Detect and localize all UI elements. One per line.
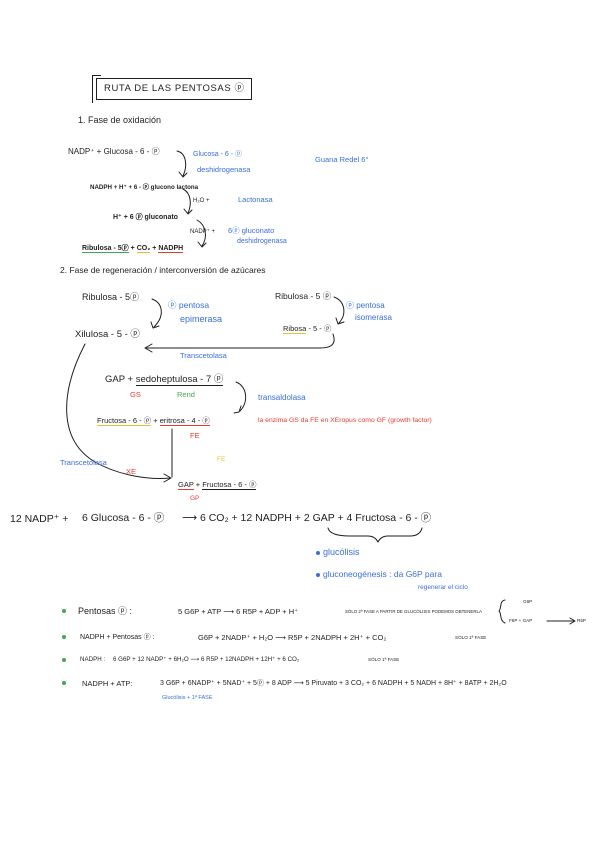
brace-summary (498, 599, 506, 624)
arrow-oxidation-2 (182, 188, 193, 215)
summary-4-equation: 3 G6P + 6NADP⁺ + 5NAD⁺ + 5ⓟ + 8 ADP ⟶ 5 … (160, 680, 507, 687)
fructosa-eritrosa: Fructosa - 6 - ⓟ + eritrosa - 4 - ⓟ (97, 416, 210, 426)
summary-3-label: NADPH : (80, 656, 106, 663)
fructosa-1: Fructosa - 6 - ⓟ (97, 416, 152, 426)
label-fe: FE (190, 431, 200, 440)
phase1-heading: 1. Fase de oxidación (78, 115, 162, 125)
final-ribulosa: Ribulosa - 5ⓟ (82, 245, 129, 253)
enzyme-transcetolasa-2: Transcetolasa (60, 458, 107, 467)
overall-reactants: 12 NADP⁺ + (10, 513, 69, 525)
curve-xilulosa-down (66, 343, 172, 483)
phase2-heading: 2. Fase de regeneración / interconversió… (60, 265, 266, 275)
overall-glucose: 6 Glucosa - 6 - ⓟ (82, 512, 165, 524)
phase1-side-note: Guana Redel 6° (315, 155, 369, 164)
summary-1-branch-bottom: F6P + GAP (509, 618, 533, 623)
enzyme-g6pdh-line2: deshidrogenasa (197, 165, 251, 174)
enzyme-transaldolasa: transaldolasa (258, 393, 306, 402)
fate-glucolisis: glucólisis (323, 547, 360, 557)
title-box-accent (92, 75, 101, 103)
enzyme-isomerasa-line2: isomerasa (355, 313, 392, 322)
enzyme-6pgdh-line1: 6ⓟ gluconato (228, 226, 275, 235)
summary-1-note: SÓLO 2ª FASE A PARTIR DE GLUCÓLISIS PODE… (345, 609, 482, 614)
eritrosa: eritrosa - 4 - ⓟ (159, 416, 210, 426)
final-nadph: NADPH (158, 245, 184, 253)
bullet-dot (62, 609, 66, 613)
phase1-cosubstrate2: H₂O + (193, 198, 210, 204)
label-fe-2: FE (217, 456, 226, 463)
summary-1-branch-top: G6P (523, 599, 533, 604)
summary-4-note: Glucólisis + 1ª FASE (162, 695, 213, 701)
label-rend: Rend (177, 390, 195, 399)
enzyme-isomerasa-line1: ⓟ pentosa (346, 301, 385, 310)
summary-4-label: NADPH + ATP: (82, 679, 133, 688)
summary-2-equation: G6P + 2NADP⁺ + H₂O ⟶ R5P + 2NADPH + 2H⁺ … (198, 633, 387, 642)
enzyme-epimerasa-line1: ⓟ pentosa (168, 300, 210, 310)
summary-3-note: SÓLO 1ª FASE (368, 657, 400, 662)
arrow-epimerase (150, 298, 162, 329)
arrow-transaldolase (233, 381, 247, 414)
gap-2: GAP (178, 480, 194, 490)
summary-2-note: SÓLO 1ª FASE (455, 635, 487, 640)
arrow-oxidation-1 (176, 150, 188, 178)
arrow-ribosa-transcetolasa (144, 333, 335, 353)
final-plus-1: + (130, 245, 135, 252)
final-plus-2: + (152, 245, 157, 252)
phase1-cosubstrate3: NADP⁺ + (190, 229, 216, 235)
arrow-isomerase (333, 296, 345, 325)
bullet-dot (62, 681, 66, 685)
brace-products (327, 527, 423, 543)
phase1-substrate: NADP⁺ + Glucosa - 6 - ⓟ (68, 147, 160, 156)
enzyme-epimerasa-line2: epimerasa (180, 314, 223, 324)
summary-1-equation: 5 G6P + ATP ⟶ 6 R5P + ADP + H⁺ (178, 607, 299, 616)
plus-fruc-eri: + (153, 416, 158, 425)
phase1-final-products: Ribulosa - 5ⓟ + CO₂ + NADPH (82, 245, 184, 253)
plus-gap-fruc: + (195, 480, 201, 489)
xilulosa: Xilulosa - 5 - ⓟ (75, 329, 140, 340)
label-gs: GS (130, 390, 141, 399)
summary-2-label: NADPH + Pentosas ⓟ : (80, 634, 155, 641)
ribosa-name: Ribosa (283, 324, 307, 334)
phase1-product2: H⁺ + 6 ⓟ gluconato (113, 214, 178, 221)
enzyme-g6pdh-line1: Glucosa - 6 - ⓟ (193, 151, 243, 158)
note-growth-factor: la enzima GS da FE en XEropus como GF (g… (258, 417, 432, 424)
fructosa-2: Fructosa - 6 - ⓟ (202, 480, 257, 490)
enzyme-transcetolasa-1: Transcetolasa (180, 351, 227, 360)
arrow-oxidation-3 (196, 219, 207, 248)
gap-sedoheptulosa: GAP + sedoheptulosa - 7 ⓟ (105, 374, 224, 386)
title-box (96, 78, 252, 100)
bullet-dot (316, 573, 320, 577)
ribosa-rest: - 5 - ⓟ (306, 324, 332, 333)
enzyme-lactonasa: Lactonasa (238, 195, 273, 204)
enzyme-6pgdh-line2: deshidrogenasa (237, 238, 287, 245)
gap-1: GAP (105, 374, 125, 385)
bullet-dot (316, 551, 320, 555)
page-title: RUTA DE LAS PENTOSAS ⓟ (104, 83, 245, 94)
arrow-summary-branch (546, 617, 576, 625)
fate-gluconeogenesis-cont: regenerar el ciclo (418, 584, 468, 591)
overall-products: ⟶ 6 CO₂ + 12 NADPH + 2 GAP + 4 Fructosa … (182, 512, 432, 524)
label-xe: XE (126, 467, 137, 476)
ribosa: Ribosa - 5 - ⓟ (283, 324, 332, 334)
ribulosa-right: Ribulosa - 5 ⓟ (275, 291, 332, 301)
summary-1-branch-product: R5P (577, 618, 586, 623)
gap-fructosa: GAP + Fructosa - 6 - ⓟ (178, 480, 257, 490)
plus-gap-sedo: + (127, 374, 134, 385)
final-co2: CO₂ (136, 245, 151, 253)
label-gp: GP (190, 495, 200, 502)
bullet-dot (62, 635, 66, 639)
summary-1-label: Pentosas ⓟ : (78, 606, 133, 616)
phase1-product1: NADPH + H⁺ + 6 - ⓟ glucono lactona (90, 184, 199, 191)
summary-3-equation: 6 G6P + 12 NADP⁺ + 6H₂O ⟶ 6 R5P + 12NADP… (113, 656, 300, 663)
fate-gluconeogenesis: gluconeogénesis : da G6P para (323, 569, 442, 579)
ribulosa-left: Ribulosa - 5ⓟ (82, 292, 140, 302)
bullet-dot (62, 658, 66, 662)
sedoheptulosa: sedoheptulosa - 7 ⓟ (135, 374, 224, 386)
